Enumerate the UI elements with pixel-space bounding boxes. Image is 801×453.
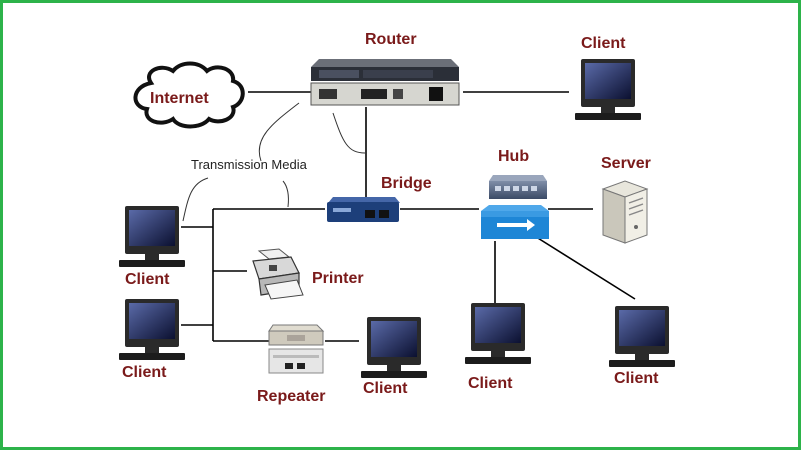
bridge-label: Bridge xyxy=(381,175,432,192)
client-label: Client xyxy=(122,364,167,381)
router-icon xyxy=(310,59,460,106)
transmission-media-label: Transmission Media xyxy=(191,157,307,172)
repeater-icon xyxy=(268,324,325,374)
server-icon xyxy=(601,180,649,244)
client-computer-icon xyxy=(119,206,185,267)
transmission-media-cables xyxy=(182,102,366,222)
client-label: Client xyxy=(614,370,659,387)
repeater-label: Repeater xyxy=(257,388,326,405)
bridge-icon xyxy=(327,197,400,222)
server-label: Server xyxy=(601,155,651,172)
client-computer-icon xyxy=(465,303,531,364)
router-label: Router xyxy=(365,31,417,48)
hub-icon xyxy=(481,175,549,239)
client-computer-icon xyxy=(575,59,641,120)
connection-lines xyxy=(181,91,636,342)
client-label: Client xyxy=(581,35,626,52)
client-computer-icon xyxy=(119,299,185,360)
internet-cloud-icon xyxy=(133,61,245,129)
client-label: Client xyxy=(468,375,513,392)
client-computer-icon xyxy=(609,306,675,367)
hub-label: Hub xyxy=(498,148,530,165)
internet-label: Internet xyxy=(150,90,209,107)
client-computer-icon xyxy=(361,317,427,378)
client-label: Client xyxy=(363,380,408,397)
diagram-canvas xyxy=(119,59,675,378)
client-label: Client xyxy=(125,271,170,288)
link-hub-client-right xyxy=(532,234,636,300)
printer-icon xyxy=(252,248,304,300)
printer-label: Printer xyxy=(312,270,364,287)
